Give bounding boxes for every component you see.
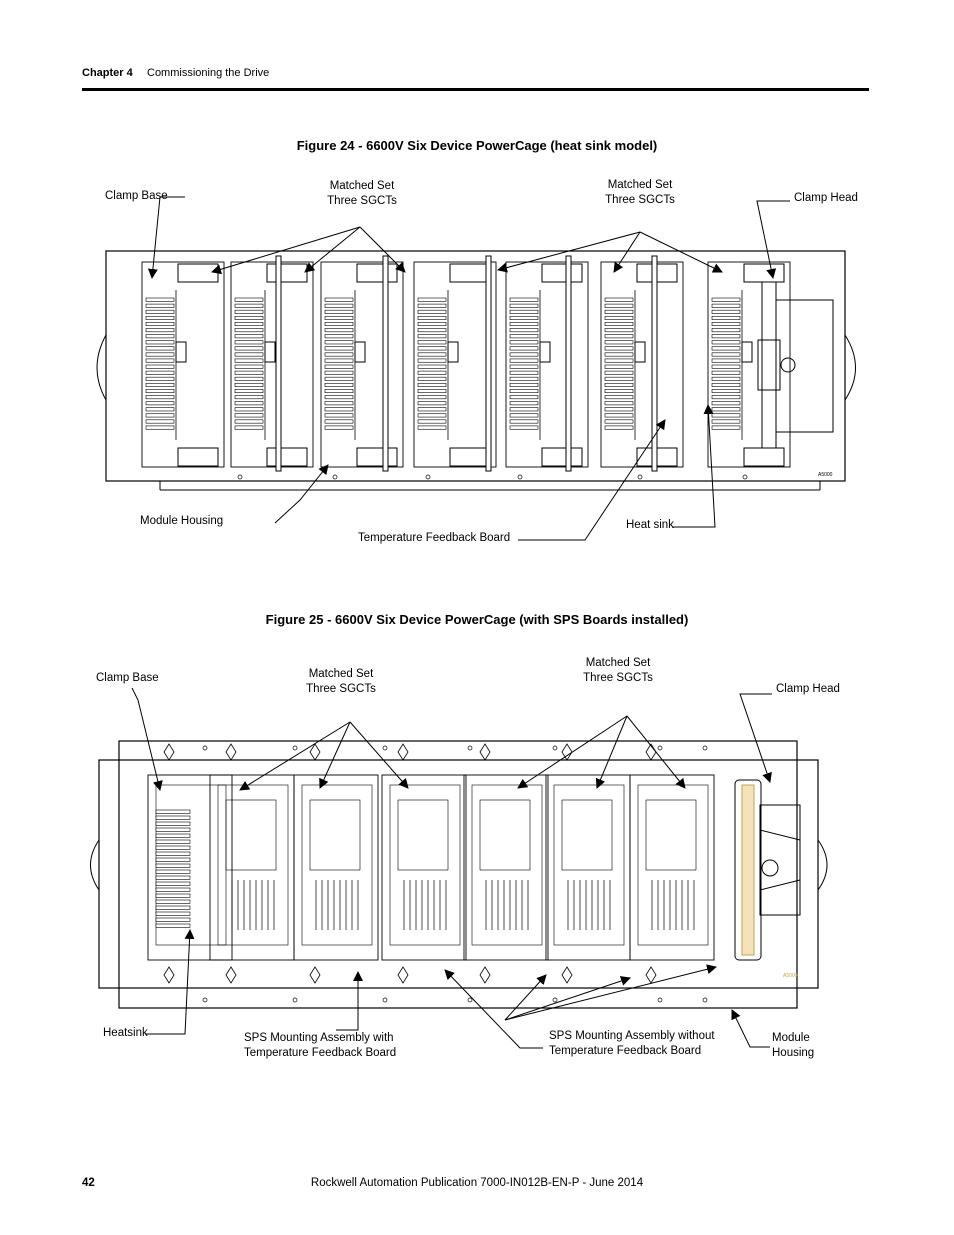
fig25-label-clamp-head: Clamp Head xyxy=(776,683,840,695)
fig25-label-heatsink: Heatsink xyxy=(103,1027,148,1039)
figure-25-drawing: A5000 xyxy=(90,687,828,1049)
chapter-title: Commissioning the Drive xyxy=(147,67,270,79)
fig24-label-module-housing: Module Housing xyxy=(140,515,224,527)
fig24-label-matched-set-left: Matched Set Three SGCTs xyxy=(327,180,397,207)
fig25-label-sps-with: SPS Mounting Assembly with Temperature F… xyxy=(244,1032,397,1059)
chapter-label: Chapter 4 xyxy=(82,67,133,79)
fig24-frame xyxy=(105,250,846,482)
fig25-modules xyxy=(147,743,715,984)
fig25-label-sps-without: SPS Mounting Assembly without Temperatur… xyxy=(549,1030,715,1057)
fig25-label-module-housing: Module Housing xyxy=(772,1032,815,1059)
svg-text:A5000: A5000 xyxy=(783,973,798,979)
fig25-frame xyxy=(98,759,819,989)
page-number: 42 xyxy=(82,1177,95,1189)
svg-text:A5000: A5000 xyxy=(818,472,833,478)
header-rule xyxy=(82,88,869,91)
fig24-label-matched-set-right: Matched Set Three SGCTs xyxy=(605,179,675,206)
fig24-label-clamp-head: Clamp Head xyxy=(794,192,858,204)
fig24-label-temperature-feedback-board: Temperature Feedback Board xyxy=(358,532,511,544)
publication-info: Rockwell Automation Publication 7000-IN0… xyxy=(310,1177,644,1189)
figure-25-caption: Figure 25 - 6600V Six Device PowerCage (… xyxy=(265,612,689,627)
fig24-label-clamp-base: Clamp Base xyxy=(105,190,168,202)
fig25-label-clamp-base: Clamp Base xyxy=(96,672,159,684)
figure-24-drawing: A5000 xyxy=(96,196,856,541)
fig24-modules xyxy=(141,255,791,472)
fig25-label-matched-set-left: Matched Set Three SGCTs xyxy=(306,668,376,695)
figure-24-caption: Figure 24 - 6600V Six Device PowerCage (… xyxy=(296,138,658,153)
fig25-label-matched-set-right: Matched Set Three SGCTs xyxy=(583,657,653,684)
fig24-label-heat-sink: Heat sink xyxy=(626,519,674,531)
fig25-housing xyxy=(118,740,798,1009)
